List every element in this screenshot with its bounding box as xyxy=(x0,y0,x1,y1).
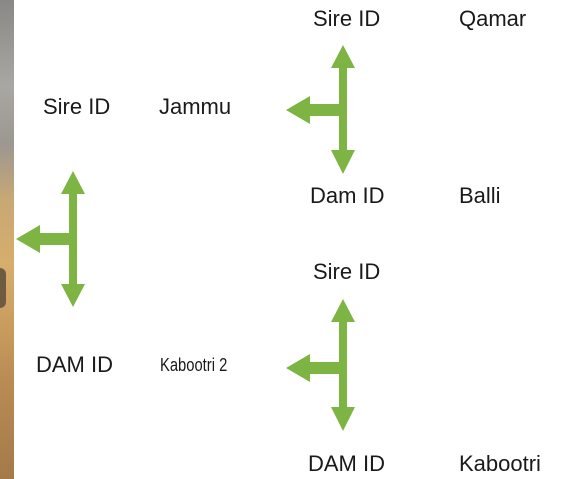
dam-branch-arrow xyxy=(286,299,355,431)
sire-id-value: Jammu xyxy=(159,94,232,119)
dam-id-label: DAM ID xyxy=(36,352,113,377)
dam-id-value: Kabootri 2 xyxy=(160,355,228,375)
grand-dam-id-label: Dam ID xyxy=(310,183,385,208)
grand-sire-id-value: Qamar xyxy=(459,6,527,31)
grand-dam-id-value: Balli xyxy=(459,183,501,208)
grand-sire-id-label: Sire ID xyxy=(313,6,381,31)
maternal-grand-dam-id-value: Kabootri xyxy=(459,451,541,476)
sire-id-label: Sire ID xyxy=(43,94,111,119)
background-photo-edge xyxy=(0,0,14,479)
main-branch-arrow xyxy=(16,171,85,307)
sire-branch-arrow xyxy=(286,45,355,174)
maternal-grand-dam-id-label: DAM ID xyxy=(308,451,385,476)
maternal-grand-sire-id-label: Sire ID xyxy=(313,259,381,284)
